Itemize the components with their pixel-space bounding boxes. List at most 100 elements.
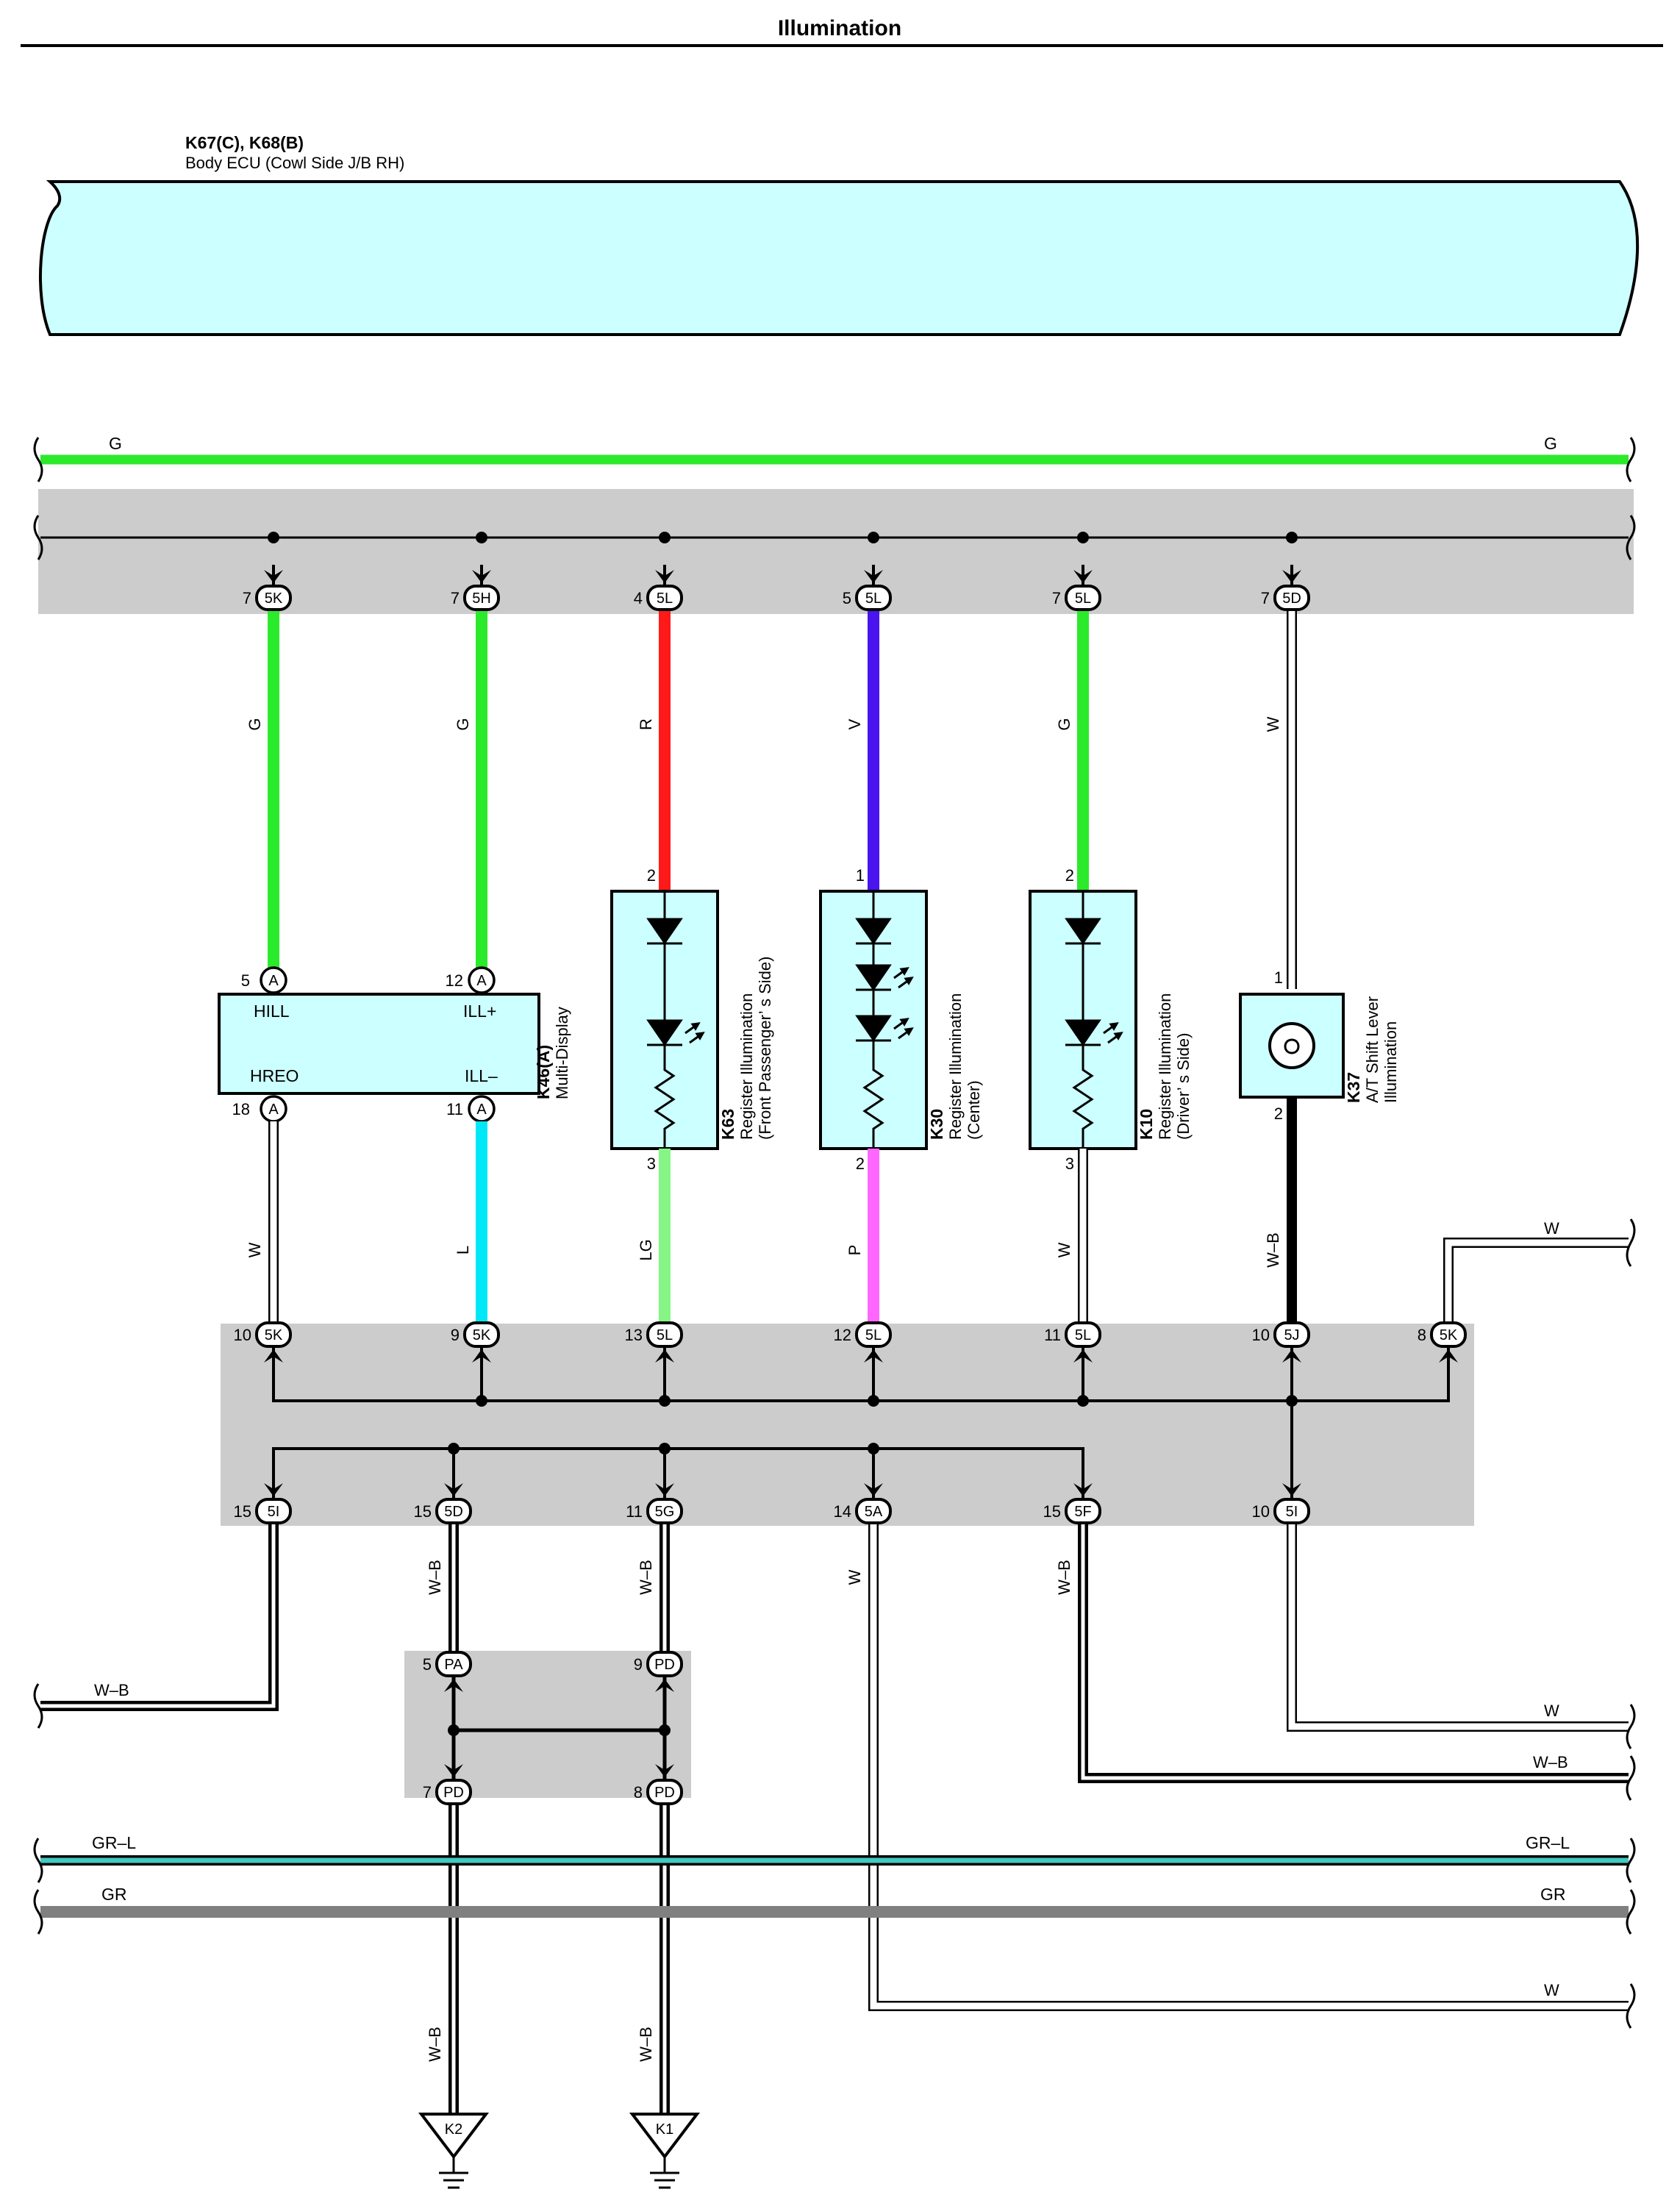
connector-code: 5L [657,1327,673,1343]
wire-label: W [846,1569,864,1585]
bus-grl-label-right: GR–L [1526,1833,1570,1852]
pin-number: 7 [451,589,460,607]
pin-number: 10 [1252,1502,1270,1521]
page-title: Illumination [778,16,901,40]
bus-g-label-left: G [109,434,122,453]
ecu-name: Body ECU (Cowl Side J/B RH) [185,154,404,172]
k30-label: K30 Register Illumination (Center) [927,993,983,1140]
led-icon [646,1019,705,1046]
svg-text:K2: K2 [445,2121,462,2138]
connector-code: PD [443,1785,464,1801]
bulb-icon [1268,1022,1315,1069]
led-icon [855,1015,914,1042]
svg-text:Illumination: Illumination [1381,1021,1400,1103]
wire-label: G [454,718,472,730]
pin-number: 11 [1044,1326,1061,1344]
bus-gr-label-right: GR [1540,1885,1566,1904]
led-icon [855,964,914,1016]
wire-left-wb [40,1522,279,1711]
wire-label: W–B [1264,1232,1282,1268]
jb-top-connector: 5D7 [1261,565,1310,611]
connector-code: 5K [265,590,283,607]
jb-bus-upper [272,1360,1450,1402]
svg-text:Register Illumination: Register Illumination [946,993,965,1140]
svg-text:K37: K37 [1344,1072,1363,1103]
jc-bottom-connector: PD 7 [423,1759,472,1805]
connector-code: 5G [655,1504,675,1520]
svg-text:A: A [476,973,487,989]
connector-code: 5L [865,1327,882,1343]
connector-code: 5K [265,1327,283,1343]
k30-pin-bottom: 2 [856,1154,865,1173]
ground-icon: K1 [629,2113,701,2189]
md-pin-hill: A 5 [241,966,287,994]
wire-label: P [846,1245,864,1256]
k10-pin-top: 2 [1065,866,1074,885]
wire-label: W–B [637,2027,655,2062]
break-mark-icon [1626,1704,1636,2029]
resistor-icon [654,1045,676,1149]
pin-number: 14 [834,1502,851,1521]
jb-mid-connector: 5K9 [451,1321,500,1368]
jb-bottom-connector: 5D 15 [414,1478,472,1524]
pin-number: 7 [423,1783,432,1802]
break-mark-icon [33,437,1636,1935]
wire-label: L [454,1246,472,1254]
wire-label: W–B [426,1560,444,1595]
pin-number: 9 [634,1655,643,1674]
pin-number: 9 [451,1326,460,1344]
connector-code: 5D [1282,590,1301,607]
pin-number: 12 [834,1326,851,1344]
break-mark-icon [33,1683,43,1729]
connector-code: 5L [1075,590,1091,607]
pin-number: 4 [634,589,643,607]
md-pin-hreo: A 18 [232,1095,287,1123]
pin-number: 10 [234,1326,251,1344]
pin-number: 7 [1052,589,1061,607]
jb-top [38,489,1634,614]
ecu-box [39,180,1640,336]
k37-pin-top: 1 [1274,968,1283,987]
diode-icon [855,891,892,965]
jb-mid-connector: 5K8 [1418,1321,1467,1368]
resistor-icon [862,1040,884,1149]
multi-display-label: K46(A) Multi-Display [534,1007,571,1099]
connector-code: 5K [1440,1327,1458,1343]
k10-pin-bottom: 3 [1065,1154,1074,1173]
wire-w-5i [1287,1522,1629,1732]
md-pin-illp: A 12 [446,966,496,994]
wire-label: W [1544,1981,1559,1999]
pin-number: 7 [243,589,251,607]
connector-code: PD [654,1657,675,1673]
k63-pin-top: 2 [647,866,656,885]
wire-label: W [1264,716,1282,732]
wire-label: G [1055,718,1073,730]
connector-code: PA [444,1657,463,1673]
bus-grl-label-left: GR–L [92,1833,136,1852]
wire-label: W [1544,1219,1559,1238]
bus-gr-label-left: GR [101,1885,127,1904]
k63-label: K63 Register Illumination (Front Passeng… [718,957,774,1140]
md-pin-hreo-name: HREO [250,1066,299,1085]
pin-number: 15 [414,1502,432,1521]
jb-mid-connector: 5L 12 [834,1321,892,1368]
svg-text:K10: K10 [1137,1109,1156,1140]
jc-top-connector: PA5 [423,1651,472,1697]
wire-label: W [1055,1242,1073,1257]
svg-text:(Front Passenger’ s Side): (Front Passenger’ s Side) [756,957,774,1140]
wire-wb-5f [1078,1522,1629,1783]
wire-label: W–B [1533,1753,1568,1771]
wire-label: LG [637,1239,655,1260]
connector-code: PD [654,1785,675,1801]
wire-label: R [637,718,655,730]
md-pin-hill-name: HILL [254,1002,290,1021]
wire-label: G [246,718,264,730]
svg-text:(Driver’ s Side): (Driver’ s Side) [1174,1033,1193,1140]
svg-text:K30: K30 [927,1109,946,1140]
wire-label: W [1544,1702,1559,1720]
connector-code: 5D [444,1504,463,1520]
